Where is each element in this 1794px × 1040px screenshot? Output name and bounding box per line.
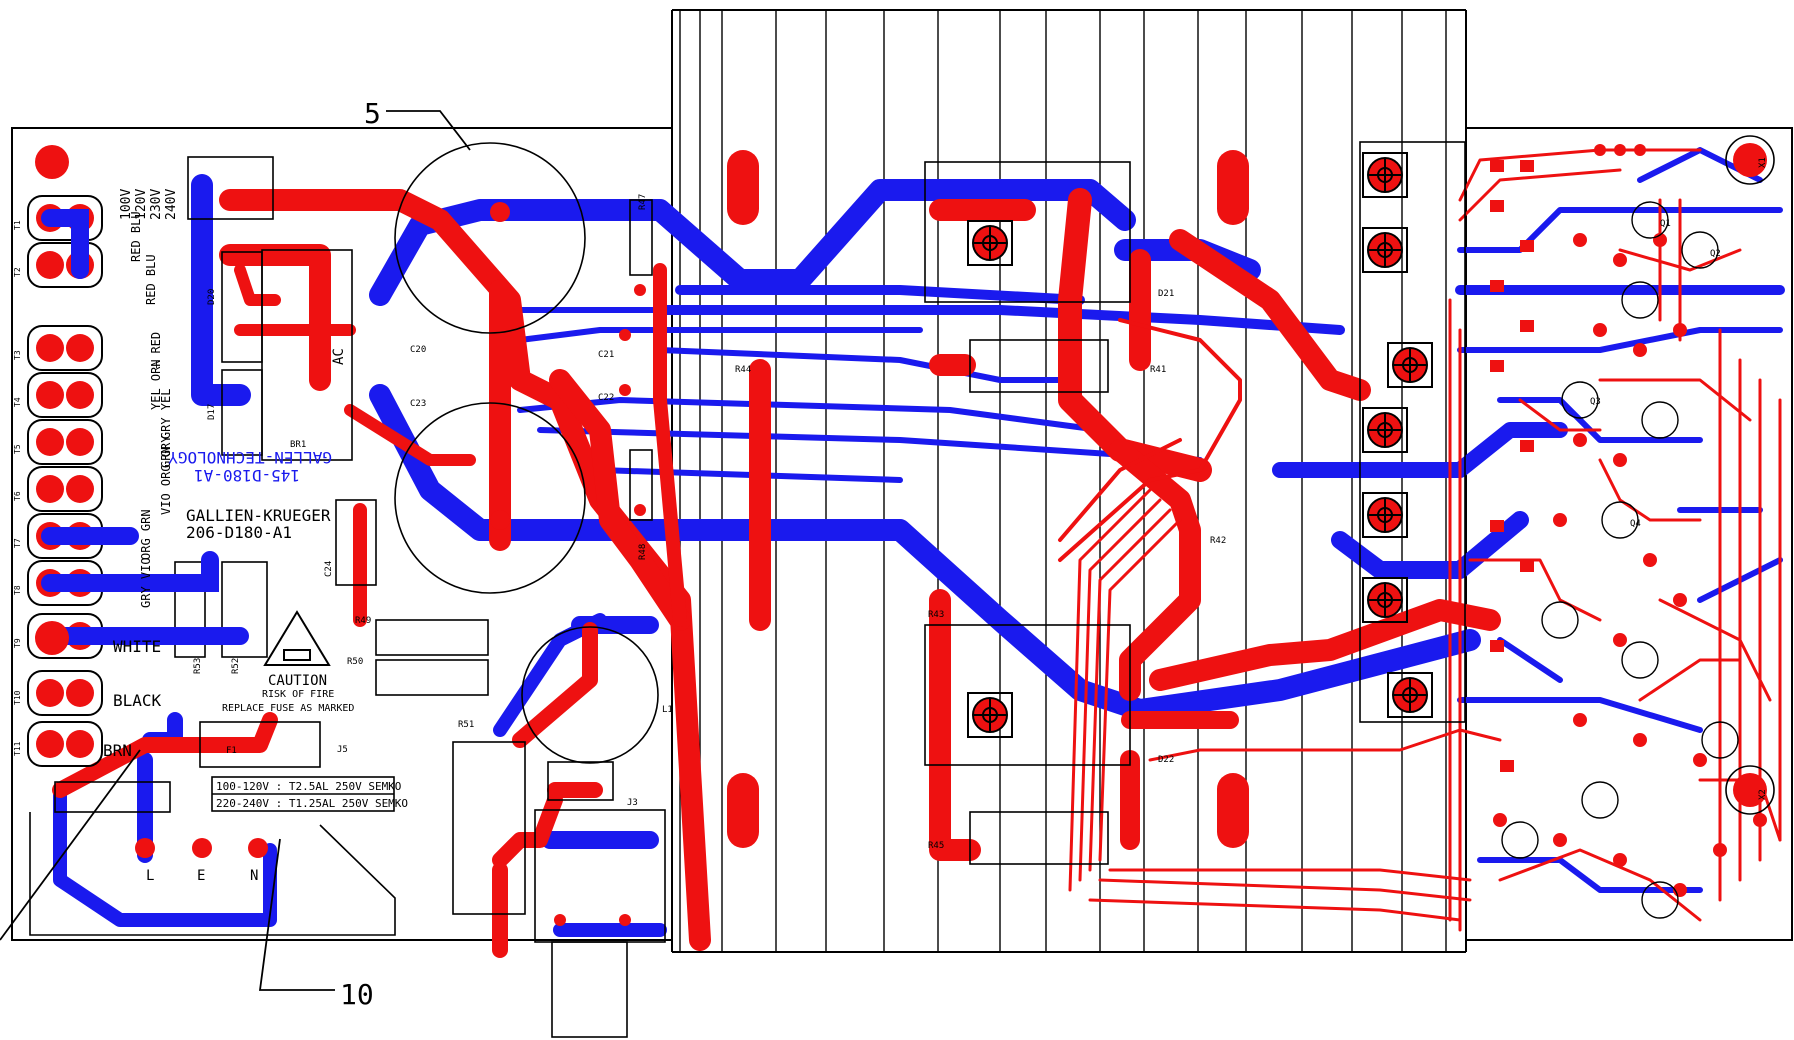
wire-label-black: BLACK — [113, 691, 162, 710]
refdes-R53: R53 — [193, 658, 203, 674]
fuse-row-2: 220-240V : T1.25AL 250V SEMKO — [216, 797, 408, 810]
terminal-color-T8: GRY VIO — [139, 557, 153, 608]
terminal-ids: T1 T2 T3 T4 T5 T6 T7 T8 T9 T10 T11 — [13, 220, 22, 756]
refdes-X2: X2 — [1758, 789, 1768, 800]
terminal-color-T2: RED BLU — [144, 254, 158, 305]
refdes-AC: AC — [331, 348, 347, 365]
terminal-jumper-traces — [41, 209, 249, 645]
refdes-R44: R44 — [735, 365, 751, 375]
caution-title: CAUTION — [268, 673, 327, 689]
smd-pad-field — [1490, 144, 1767, 897]
refdes-J3: J3 — [627, 798, 638, 808]
refdes-F1: F1 — [226, 746, 237, 756]
terminal-color-T3: — RED — [149, 332, 163, 368]
refdes-R48: R48 — [638, 544, 648, 560]
terminal-id-T7: T7 — [13, 538, 22, 548]
refdes-Q2: Q2 — [1710, 249, 1721, 259]
refdes-D17: D17 — [207, 404, 217, 420]
refdes-R47: R47 — [638, 194, 648, 210]
callout-10: 10 — [340, 978, 374, 1011]
terminal-id-T2: T2 — [13, 267, 22, 277]
fuse-rating-table: 100-120V : T2.5AL 250V SEMKO 220-240V : … — [216, 780, 408, 810]
voltage-240: 240V — [164, 189, 179, 220]
small-outline-rings — [1501, 201, 1739, 919]
terminal-id-T3: T3 — [13, 350, 22, 360]
terminal-color-T5: GRN GRY YEL — [159, 389, 173, 468]
refdes-R42: R42 — [1210, 536, 1226, 546]
mains-N: N — [250, 868, 258, 884]
board-name: GALLIEN-KRUEGER — [186, 506, 331, 525]
terminal-id-T4: T4 — [13, 397, 22, 407]
wire-label-white: WHITE — [113, 637, 161, 656]
mains-labels: L E N — [146, 868, 258, 884]
refdes-X1: X1 — [1758, 157, 1768, 168]
terminal-id-T8: T8 — [13, 585, 22, 595]
terminal-color-T4: YEL ORN — [149, 359, 163, 410]
terminal-id-T10: T10 — [13, 690, 22, 705]
callout-labels: 5 10 — [340, 97, 381, 1011]
refdes-D20: D20 — [207, 289, 217, 305]
voltage-120: 120V — [134, 189, 149, 220]
refdes-C22: C22 — [598, 393, 614, 403]
terminal-id-T9: T9 — [13, 638, 22, 648]
terminal-id-T11: T11 — [13, 741, 22, 756]
mains-L: L — [146, 868, 154, 884]
refdes-Q4: Q4 — [1630, 519, 1641, 529]
board-pn-mirrored: 145-D180-A1 — [194, 466, 300, 485]
board-name-mirrored: GALLEN-TECHNOLOGY — [168, 448, 332, 467]
refdes-R45: R45 — [928, 841, 944, 851]
voltage-100: 100V — [119, 189, 134, 220]
caution-text: CAUTION RISK OF FIRE REPLACE FUSE AS MAR… — [222, 673, 354, 714]
pads-and-vias — [35, 143, 1767, 926]
wire-labels: WHITE BLACK BRN — [103, 637, 162, 760]
refdes-BR1: BR1 — [290, 440, 306, 450]
reference-designators: F1 J5 J3 L1 R51 C20 C23 C21 C22 C24 R44 … — [193, 157, 1768, 851]
fuse-row-1: 100-120V : T2.5AL 250V SEMKO — [216, 780, 401, 793]
refdes-J5: J5 — [337, 745, 348, 755]
refdes-L1: L1 — [662, 705, 673, 715]
wire-label-brn: BRN — [103, 741, 132, 760]
caution-line1: RISK OF FIRE — [262, 689, 334, 700]
terminal-id-T6: T6 — [13, 491, 22, 501]
refdes-C20: C20 — [410, 345, 426, 355]
refdes-C21: C21 — [598, 350, 614, 360]
refdes-Q1: Q1 — [1660, 219, 1671, 229]
refdes-C23: C23 — [410, 399, 426, 409]
top-copper-traces — [52, 148, 1782, 958]
mains-E: E — [197, 868, 205, 884]
board-part-number: 206-D180-A1 — [186, 523, 292, 542]
refdes-R49: R49 — [355, 616, 371, 626]
refdes-R51: R51 — [458, 720, 474, 730]
silkscreen-outlines — [29, 135, 1775, 1038]
terminal-id-T5: T5 — [13, 444, 22, 454]
voltage-230: 230V — [149, 189, 164, 220]
terminal-color-labels: RED BLU RED BLU — RED YEL ORN GRN GRY YE… — [129, 211, 173, 608]
refdes-D21: D21 — [1158, 289, 1174, 299]
voltage-labels: 100V 120V 230V 240V — [119, 189, 179, 220]
terminal-pad-column — [27, 195, 103, 767]
caution-line2: REPLACE FUSE AS MARKED — [222, 703, 354, 714]
refdes-C24: C24 — [324, 561, 334, 577]
callout-leaders — [0, 110, 471, 991]
refdes-R52: R52 — [231, 658, 241, 674]
terminal-color-T6: VIO ORG GRY — [159, 435, 173, 515]
callout-5: 5 — [364, 97, 381, 130]
board-outline — [11, 9, 1793, 953]
refdes-R41: R41 — [1150, 365, 1166, 375]
refdes-Q3: Q3 — [1590, 397, 1601, 407]
caution-triangle — [263, 610, 331, 666]
heatsink-fins — [679, 10, 1447, 952]
board-marking: GALLEN-TECHNOLOGY 145-D180-A1 GALLIEN-KR… — [168, 448, 332, 542]
terminal-color-T1: RED BLU — [129, 211, 143, 262]
refdes-D22: D22 — [1158, 755, 1174, 765]
terminal-id-T1: T1 — [13, 220, 22, 230]
refdes-R50: R50 — [347, 657, 363, 667]
refdes-R43: R43 — [928, 610, 944, 620]
terminal-color-T7: ORG GRN — [139, 509, 153, 560]
